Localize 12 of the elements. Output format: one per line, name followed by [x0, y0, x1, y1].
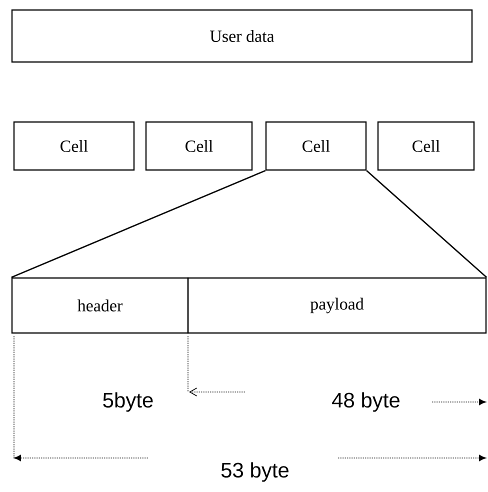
data-box: User data — [11, 9, 473, 63]
zoom-line — [11, 170, 266, 278]
cell-box: Cell — [145, 121, 253, 171]
dimension-label: 53 byte — [221, 462, 288, 482]
payload-box: payload — [187, 277, 487, 334]
zoom-line — [366, 170, 488, 278]
header-box: header — [11, 277, 189, 334]
cell-box: Cell — [265, 121, 367, 171]
cell-box: Cell — [377, 121, 475, 171]
dimension-label: 5byte — [103, 392, 153, 412]
dimension-label: 48 byte — [332, 392, 400, 412]
cell-box: Cell — [13, 121, 135, 171]
